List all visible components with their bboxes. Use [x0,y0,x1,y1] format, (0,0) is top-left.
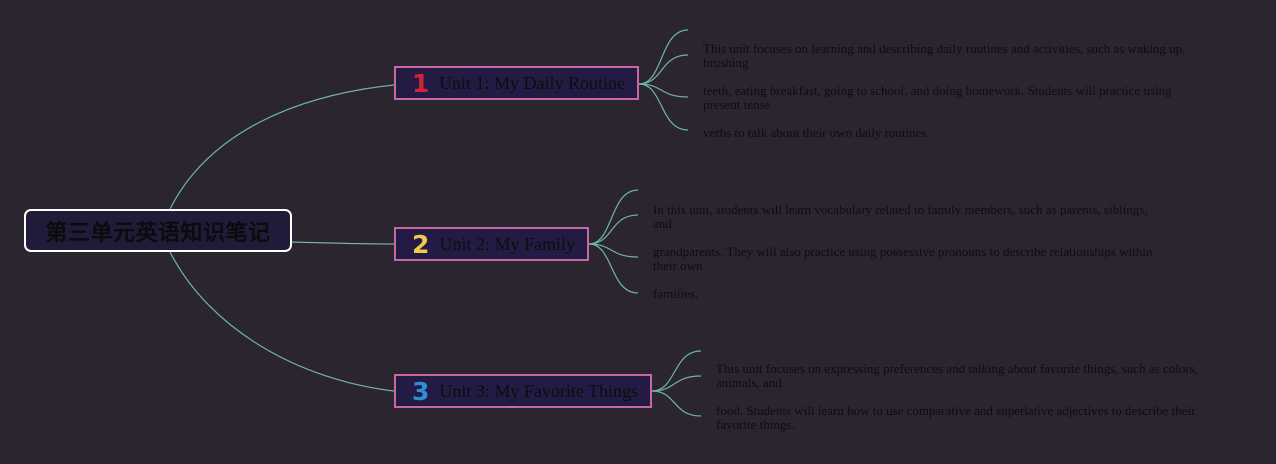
unit-node-3[interactable]: 3 Unit 3: My Favorite Things [394,374,652,408]
unit-3-branch-link-3 [651,390,702,417]
unit-3-desc-line-2: food. Students will learn how to use com… [716,404,1196,432]
unit-1-desc-line-3: verbs to talk about their own daily rout… [703,126,930,140]
unit-2-branch-link-4 [588,243,639,294]
unit-2-desc-line-3: families. [653,287,699,301]
unit-1-branch-link-2 [638,54,689,85]
unit-3-desc-line-1: This unit focuses on expressing preferen… [716,362,1198,390]
unit-1-branch-link-4 [638,83,689,131]
unit-2-branch-link-1 [588,189,639,245]
unit-3-branch-link-1 [651,350,702,392]
unit-2-desc-line-1: In this unit, students will learn vocabu… [653,203,1148,231]
unit-title-2: Unit 2: My Family [439,233,575,254]
unit-number-2-icon: 2 [412,229,430,259]
unit-2-desc-line-2: grandparents. They will also practice us… [653,245,1153,273]
unit-1-branch-link-1 [638,29,689,85]
root-title: 第三单元英语知识笔记 [45,220,271,246]
unit-node-2[interactable]: 2 Unit 2: My Family [394,227,589,261]
unit-title-3: Unit 3: My Favorite Things [439,380,638,401]
unit-title-1: Unit 1: My Daily Routine [439,72,625,93]
root-node[interactable]: 第三单元英语知识笔记 [24,209,292,252]
unit-1-desc-line-1: This unit focuses on learning and descri… [703,42,1186,70]
unit-2-branch-link-3 [588,243,639,258]
unit-1-desc-line-2: teeth, eating breakfast, going to school… [703,84,1172,112]
root-to-unit-3-link [169,251,395,392]
unit-node-1[interactable]: 1 Unit 1: My Daily Routine [394,66,639,100]
root-to-unit-1-link [169,84,395,210]
unit-number-1-icon: 1 [412,68,430,98]
unit-1-branch-link-3 [638,83,689,98]
unit-3-branch-link-2 [651,375,702,392]
unit-2-branch-link-2 [588,214,639,245]
root-to-unit-2-link [291,241,395,245]
unit-number-3-icon: 3 [412,376,430,406]
